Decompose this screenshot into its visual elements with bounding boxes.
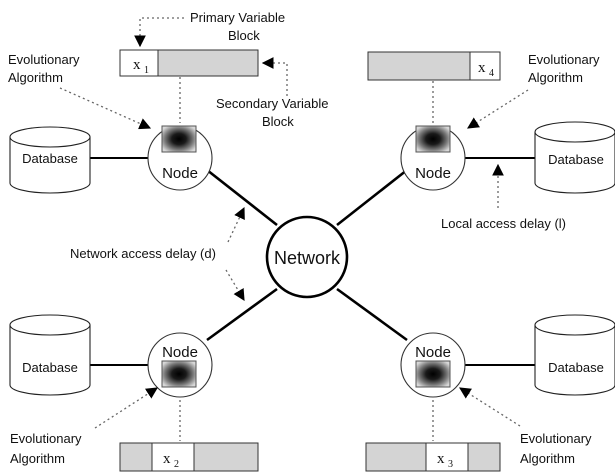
svg-text:Algorithm: Algorithm bbox=[520, 451, 575, 466]
ea-label-bottom-right: Evolutionary Algorithm bbox=[459, 387, 592, 466]
variable-index: 1 bbox=[144, 65, 149, 76]
svg-text:Algorithm: Algorithm bbox=[528, 70, 583, 85]
evolutionary-algorithm-chip bbox=[161, 125, 197, 153]
variable-index: 2 bbox=[174, 459, 179, 470]
variable-name: x bbox=[478, 60, 486, 76]
svg-text:Evolutionary: Evolutionary bbox=[8, 52, 80, 67]
database-top-left: Database bbox=[9, 126, 91, 194]
svg-text:Evolutionary: Evolutionary bbox=[528, 52, 600, 67]
secondary-variable-block-annotation: Secondary Variable Block bbox=[216, 57, 329, 129]
node-top-right: Database Node bbox=[400, 121, 615, 194]
evolutionary-algorithm-chip bbox=[161, 360, 197, 388]
evolutionary-algorithm-chip bbox=[415, 360, 451, 388]
network-label: Network bbox=[274, 248, 341, 268]
svg-text:Network access delay (d): Network access delay (d) bbox=[70, 246, 216, 261]
link-top-left bbox=[206, 168, 278, 227]
svg-text:Evolutionary: Evolutionary bbox=[520, 431, 592, 446]
variable-name: x bbox=[163, 451, 171, 467]
svg-text:Primary Variable: Primary Variable bbox=[190, 10, 285, 25]
variable-block-x3: x 3 bbox=[365, 442, 501, 472]
database-bottom-right: Database bbox=[534, 314, 615, 396]
evolutionary-algorithm-chip bbox=[415, 125, 451, 153]
svg-text:Block: Block bbox=[228, 28, 260, 43]
svg-text:Block: Block bbox=[262, 114, 294, 129]
network-hub: Network bbox=[265, 215, 349, 299]
link-bottom-left bbox=[206, 287, 278, 342]
link-bottom-right bbox=[336, 287, 408, 342]
variable-name: x bbox=[133, 57, 141, 73]
database-label: Database bbox=[548, 152, 604, 167]
database-label: Database bbox=[22, 151, 78, 166]
svg-text:Algorithm: Algorithm bbox=[8, 70, 63, 85]
variable-name: x bbox=[437, 451, 445, 467]
variable-block-x1: x 1 bbox=[119, 49, 259, 77]
svg-text:Secondary Variable: Secondary Variable bbox=[216, 96, 329, 111]
ea-label-bottom-left: Evolutionary Algorithm bbox=[10, 387, 158, 466]
node-bottom-right: Database Node bbox=[400, 314, 615, 398]
database-label: Database bbox=[22, 360, 78, 375]
variable-block-x4: x 4 bbox=[367, 51, 501, 81]
svg-text:Algorithm: Algorithm bbox=[10, 451, 65, 466]
variable-index: 4 bbox=[489, 68, 494, 79]
primary-variable-block-annotation: Primary Variable Block bbox=[134, 10, 285, 48]
node-label: Node bbox=[162, 344, 198, 361]
ea-label-top-right: Evolutionary Algorithm bbox=[467, 52, 600, 129]
variable-block-x2: x 2 bbox=[119, 442, 259, 472]
node-bottom-left: Database Node bbox=[9, 314, 213, 398]
node-label: Node bbox=[162, 165, 198, 182]
database-label: Database bbox=[548, 360, 604, 375]
database-bottom-left: Database bbox=[9, 314, 91, 396]
link-top-right bbox=[336, 168, 408, 227]
ea-label-top-left: Evolutionary Algorithm bbox=[8, 52, 152, 130]
database-top-right: Database bbox=[534, 121, 615, 194]
network-access-delay-annotation: Network access delay (d) bbox=[70, 206, 245, 302]
svg-text:Evolutionary: Evolutionary bbox=[10, 431, 82, 446]
node-top-left: Database Node bbox=[9, 125, 213, 194]
node-label: Node bbox=[415, 165, 451, 182]
svg-text:Local access delay (l): Local access delay (l) bbox=[441, 216, 566, 231]
node-label: Node bbox=[415, 344, 451, 361]
variable-index: 3 bbox=[448, 459, 453, 470]
local-access-delay-annotation: Local access delay (l) bbox=[441, 163, 566, 231]
